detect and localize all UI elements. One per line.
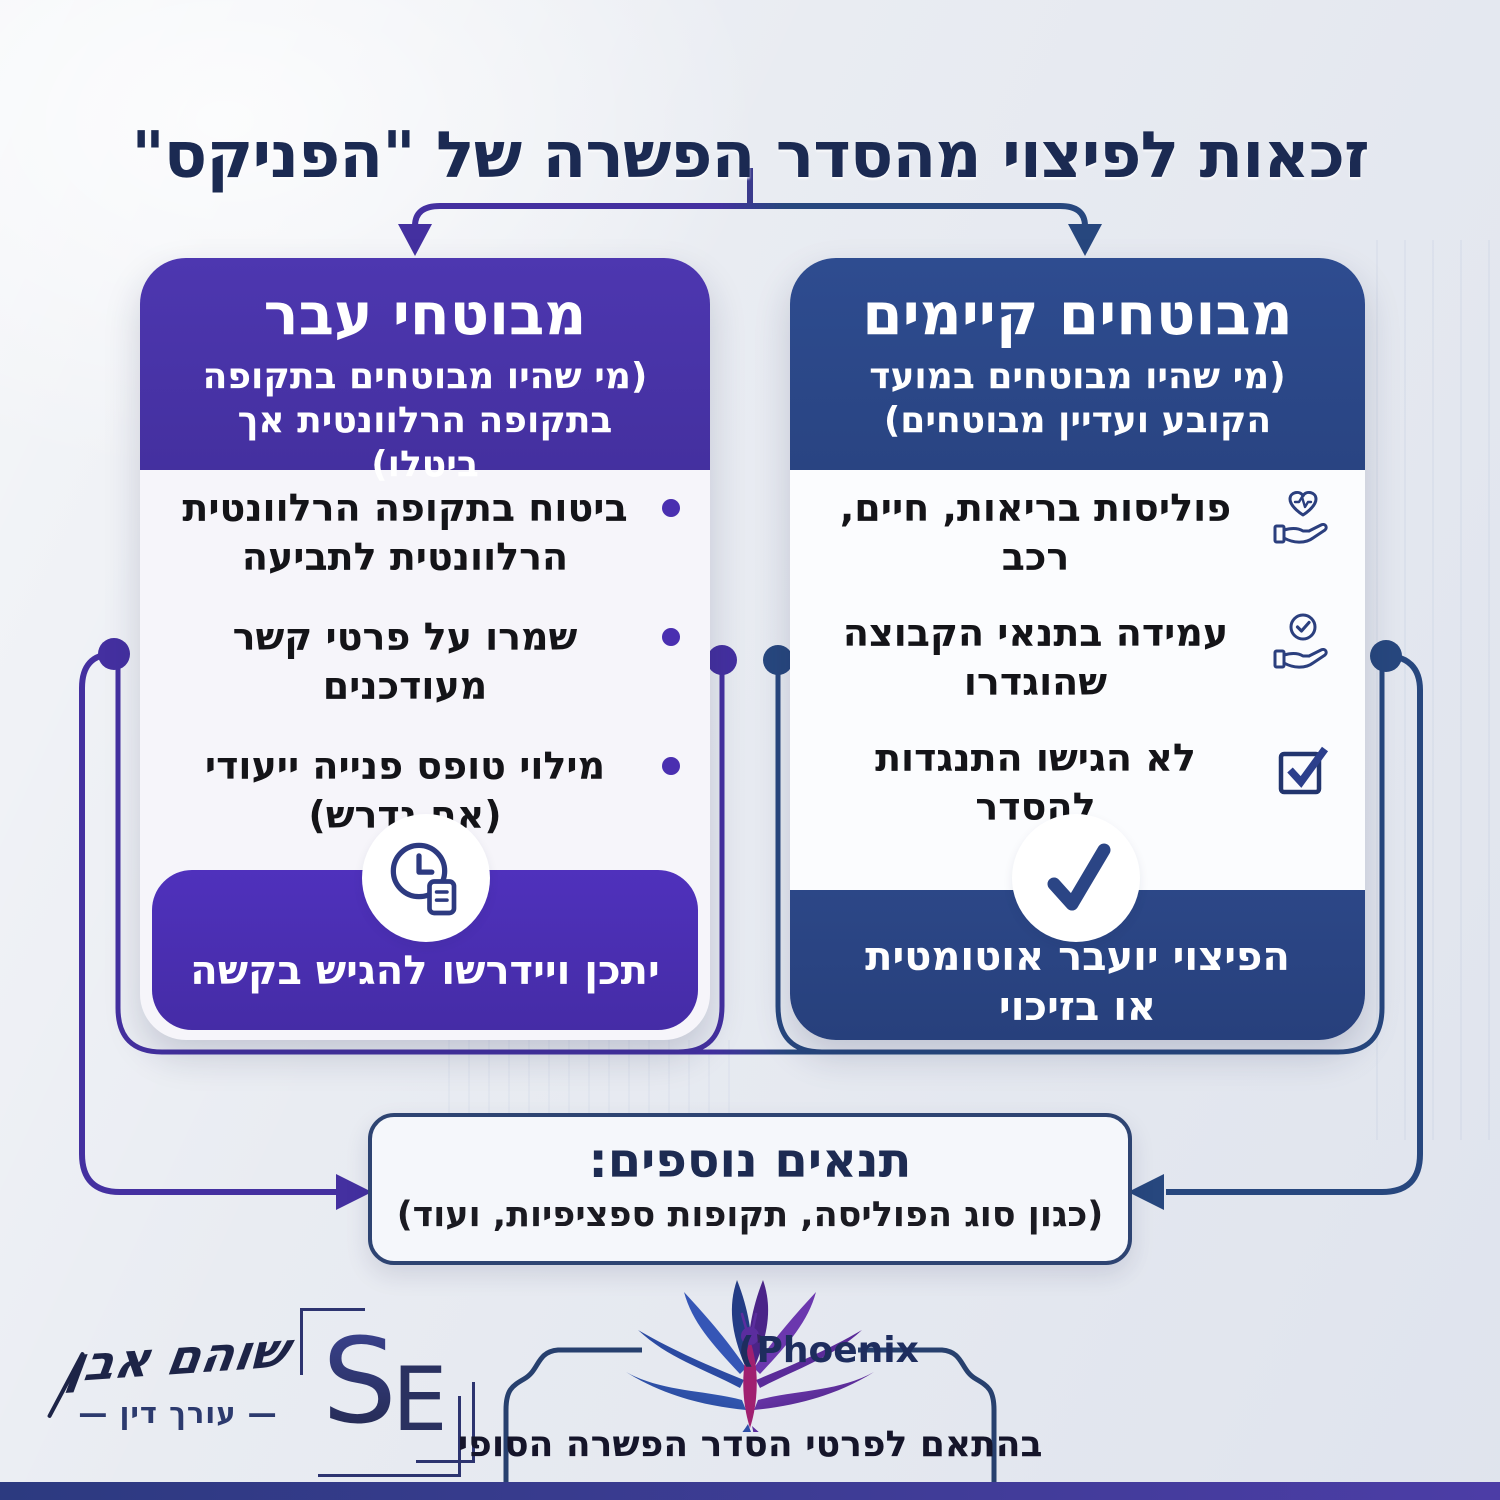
card-past-insureds: מבוטחי עבר (מי שהיו מבוטחים בתקופה בתקופ… <box>140 258 710 1040</box>
se-monogram-logo: S E <box>300 1308 475 1481</box>
node-dot-icon <box>98 638 130 670</box>
phoenix-label: (Phoenix <box>738 1330 919 1371</box>
checkbox-icon <box>1271 736 1335 800</box>
node-dot-icon <box>1370 640 1402 672</box>
top-bracket-line <box>412 203 1088 227</box>
card-existing-body: פוליסות בריאות, חיים, רכב עמידה בתנאי הק… <box>814 484 1335 858</box>
signature-block: שוהם אבן — עורך דין — <box>46 1323 298 1430</box>
right-loop-line <box>1166 653 1423 1195</box>
item-text: לא הגישו התנגדות להסדר <box>875 735 1196 829</box>
under-cards-line <box>115 662 1385 1055</box>
right-card-inner-branch-line <box>775 668 823 1055</box>
left-card-inner-branch-line <box>677 668 725 1055</box>
item-text: פוליסות בריאות, חיים, רכב <box>839 486 1232 580</box>
left-loop-line <box>79 651 338 1195</box>
heart-hand-icon <box>1271 486 1335 550</box>
card-existing-insureds: מבוטחים קיימים (מי שהיו מבוטחים במועד הק… <box>790 258 1365 1040</box>
list-item: פוליסות בריאות, חיים, רכב <box>814 484 1335 583</box>
arrow-right-icon <box>336 1174 372 1210</box>
page-title: זכאות לפיצוי מהסדר הפשרה של "הפניקס" <box>131 118 1369 193</box>
phoenix-label-text: Phoenix <box>756 1330 919 1371</box>
bullet-text: ביטוח בתקופה הרלוונטית הרלוונטית לתביעה <box>182 486 628 580</box>
list-item: עמידה בתנאי הקבוצה שהוגדרו <box>814 609 1335 708</box>
arrow-down-left-icon <box>398 224 432 256</box>
list-item: ביטוח בתקופה הרלוונטית הרלוונטית לתביעה <box>164 484 680 583</box>
node-dot-icon <box>763 645 793 675</box>
background-circuit-texture <box>1350 240 1500 1140</box>
signature-name: שוהם אבן <box>63 1322 293 1394</box>
footer-frame-right-line <box>858 1347 997 1492</box>
card-existing-subtitle: (מי שהיו מבוטחים במועד הקובע ועדיין מבוט… <box>869 355 1286 441</box>
monogram-letter-s: S <box>322 1312 397 1450</box>
checkmark-icon <box>1012 814 1140 942</box>
card-past-subtitle: (מי שהיו מבוטחים בתקופה בתקופה הרלוונטית… <box>202 355 648 485</box>
conditions-title: תנאים נוספים: <box>588 1133 912 1189</box>
card-existing-title: מבוטחים קיימים <box>862 280 1293 348</box>
card-past-footer-text: יתכן ויידרשו להגיש בקשה <box>190 948 660 994</box>
bullet-dot-icon <box>662 756 680 775</box>
bottom-accent-bar <box>0 1482 1500 1500</box>
node-dot-icon <box>707 645 737 675</box>
item-text: עמידה בתנאי הקבוצה שהוגדרו <box>842 610 1229 705</box>
monogram-bracket-bottom-right-outer <box>318 1396 461 1477</box>
list-item: לא הגישו התנגדות להסדר <box>814 734 1335 833</box>
bullet-dot-icon <box>662 627 680 646</box>
check-hand-icon <box>1271 611 1335 675</box>
card-existing-header: מבוטחים קיימים (מי שהיו מבוטחים במועד הק… <box>790 258 1365 470</box>
phoenix-swoosh: ( <box>738 1330 755 1371</box>
arrow-down-right-icon <box>1068 224 1102 256</box>
list-item: מילוי טופס פנייה ייעודי (אם נדרש) <box>164 742 680 841</box>
card-past-title: מבוטחי עבר <box>263 280 587 348</box>
card-past-header: מבוטחי עבר (מי שהיו מבוטחים בתקופה בתקופ… <box>140 258 710 485</box>
clock-document-icon <box>362 814 490 942</box>
monogram-bracket-bottom-right-inner <box>416 1382 475 1463</box>
monogram-bracket-top-left <box>300 1308 365 1375</box>
list-item: שמרו על פרטי קשר מעודכנים <box>164 613 680 712</box>
bullet-dot-icon <box>662 499 680 517</box>
arrow-left-icon <box>1128 1174 1164 1210</box>
card-past-body: ביטוח בתקופה הרלוונטית הרלוונטית לתביעה … <box>164 484 680 870</box>
conditions-subtitle: (כגון סוג הפוליסה, תקופות ספציפיות, ועוד… <box>396 1195 1104 1235</box>
bullet-text: שמרו על פרטי קשר מעודכנים <box>232 614 578 709</box>
additional-conditions-box: תנאים נוספים: (כגון סוג הפוליסה, תקופות … <box>368 1113 1132 1265</box>
signature-role: — עורך דין — <box>78 1396 278 1430</box>
bullet-text: מילוי טופס פנייה ייעודי (אם נדרש) <box>204 743 606 837</box>
card-existing-footer-text: הפיצוי יועבר אוטומטית או בזיכוי <box>865 934 1290 1030</box>
footer-frame-left-line <box>503 1347 642 1492</box>
monogram-letter-e: E <box>392 1348 448 1451</box>
